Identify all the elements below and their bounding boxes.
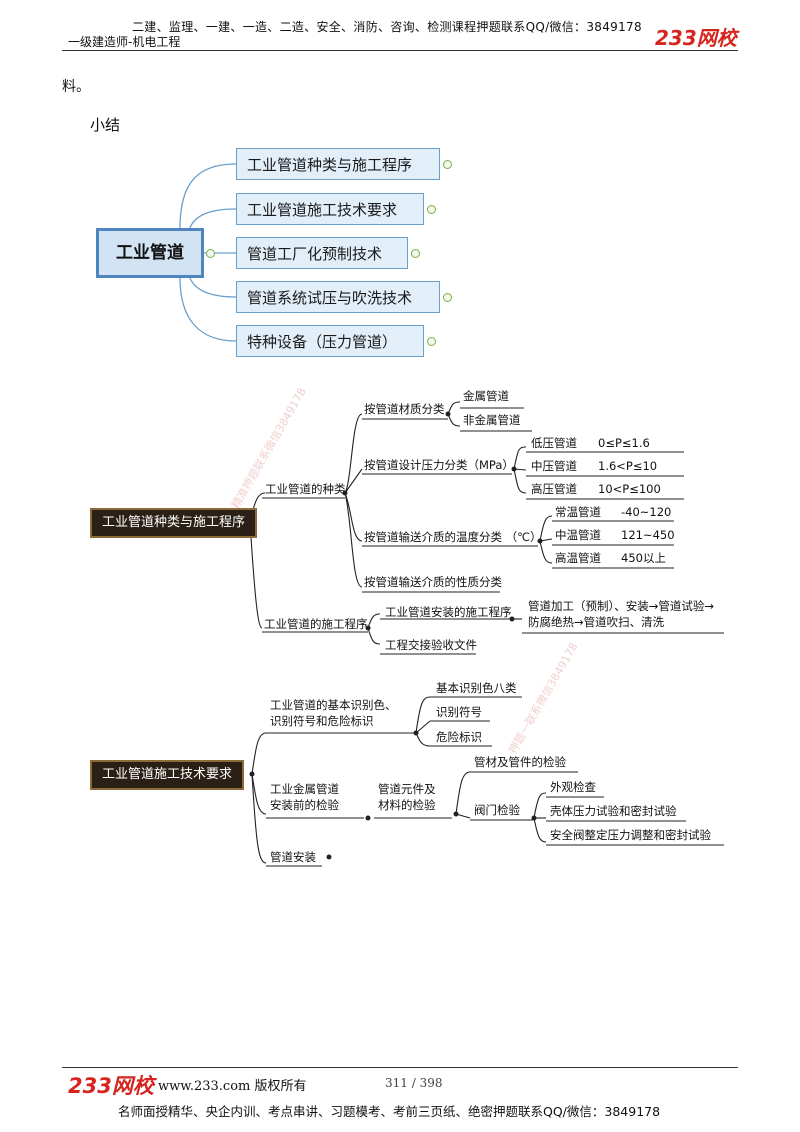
node-components-1: 管道元件及: [378, 782, 436, 796]
map-root-requirements: 工业管道施工技术要求: [90, 760, 245, 790]
node-mid: 中压管道: [531, 459, 577, 473]
mindmap1-connectors: [179, 163, 237, 342]
expand-icon[interactable]: [443, 160, 452, 169]
mindmap-node-prefab: 管道工厂化预制技术: [236, 237, 408, 269]
node-by-nature: 按管道输送介质的性质分类: [364, 575, 502, 589]
node-safety-valve: 安全阀整定压力调整和密封试验: [550, 828, 711, 842]
node-components-2: 材料的检验: [378, 798, 436, 812]
node-high-value: 10<P≤100: [598, 482, 661, 496]
node-normal-temp: 常温管道: [555, 505, 601, 519]
node-metal: 金属管道: [463, 389, 509, 403]
header-contact-line: 二建、监理、一建、一造、二造、安全、消防、咨询、检测课程押题联系QQ/微信：38…: [132, 20, 642, 34]
header-divider: [62, 50, 738, 51]
node-metal-inspect-2: 安装前的检验: [270, 798, 339, 812]
header-book-title: 一级建造师-机电工程: [68, 35, 181, 49]
footer-contact: 名师面授精华、央企内训、考点串讲、习题模考、考前三页纸、绝密押题联系QQ/微信：…: [118, 1104, 661, 1119]
node-by-material: 按管道材质分类: [364, 402, 445, 416]
node-pipe-inspect: 管材及管件的检验: [474, 755, 566, 769]
mindmap-root: 工业管道: [96, 228, 204, 278]
node-valve-inspect: 阀门检验: [474, 803, 520, 817]
node-mid-temp: 中温管道: [555, 528, 601, 542]
node-low: 低压管道: [531, 436, 577, 450]
node-metal-inspect-1: 工业金属管道: [270, 782, 339, 796]
paragraph-tail: 料。: [62, 79, 90, 95]
node-install-procedure: 工业管道安装的施工程序: [385, 605, 512, 619]
mindmap-node-special: 特种设备（压力管道）: [236, 325, 424, 357]
node-procedure: 工业管道的施工程序: [264, 617, 368, 631]
expand-icon[interactable]: [427, 337, 436, 346]
node-normal-temp-value: -40~120: [621, 505, 672, 519]
node-high-temp: 高温管道: [555, 551, 601, 565]
footer-logo: 233网校: [68, 1074, 154, 1098]
node-install-steps-1: 管道加工（预制）、安装→管道试验→: [528, 599, 715, 613]
node-nonmetal: 非金属管道: [463, 413, 521, 427]
node-shell-test: 壳体压力试验和密封试验: [550, 804, 677, 818]
node-by-pressure: 按管道设计压力分类（MPa）: [364, 458, 514, 472]
node-appearance: 外观检查: [550, 780, 596, 794]
expand-icon[interactable]: [427, 205, 436, 214]
footer-copyright: www.233.com 版权所有: [158, 1079, 307, 1094]
mindmap-node-types: 工业管道种类与施工程序: [236, 148, 440, 180]
expand-icon[interactable]: [411, 249, 420, 258]
node-mid-temp-value: 121~450: [621, 528, 675, 542]
node-danger: 危险标识: [436, 730, 482, 744]
map3-connectors: [249, 696, 724, 867]
node-handover: 工程交接验收文件: [385, 638, 477, 652]
node-low-value: 0≤P≤1.6: [598, 436, 650, 450]
node-high: 高压管道: [531, 482, 577, 496]
footer-divider: [62, 1067, 738, 1068]
brand-logo: 233网校: [655, 26, 737, 50]
node-ident-1: 工业管道的基本识别色、: [270, 698, 397, 712]
node-symbol: 识别符号: [436, 705, 482, 719]
page-number: 311 / 398: [385, 1076, 443, 1090]
node-ident-2: 识别符号和危险标识: [270, 714, 374, 728]
mindmap-node-testing: 管道系统试压与吹洗技术: [236, 281, 440, 313]
expand-icon[interactable]: [206, 249, 215, 258]
node-basic-colors: 基本识别色八类: [436, 681, 517, 695]
node-types: 工业管道的种类: [265, 482, 346, 496]
mindmap-node-requirements: 工业管道施工技术要求: [236, 193, 424, 225]
expand-icon[interactable]: [443, 293, 452, 302]
node-high-temp-value: 450以上: [621, 551, 666, 565]
node-pipe-install: 管道安装: [270, 850, 316, 864]
node-mid-value: 1.6<P≤10: [598, 459, 658, 473]
node-install-steps-2: 防腐绝热→管道吹扫、清洗: [528, 615, 665, 629]
map2-connectors: [247, 401, 724, 655]
map-root-types-procedure: 工业管道种类与施工程序: [90, 508, 258, 538]
section-heading: 小结: [90, 116, 121, 134]
node-by-temp: 按管道输送介质的温度分类 （℃）: [364, 530, 542, 544]
